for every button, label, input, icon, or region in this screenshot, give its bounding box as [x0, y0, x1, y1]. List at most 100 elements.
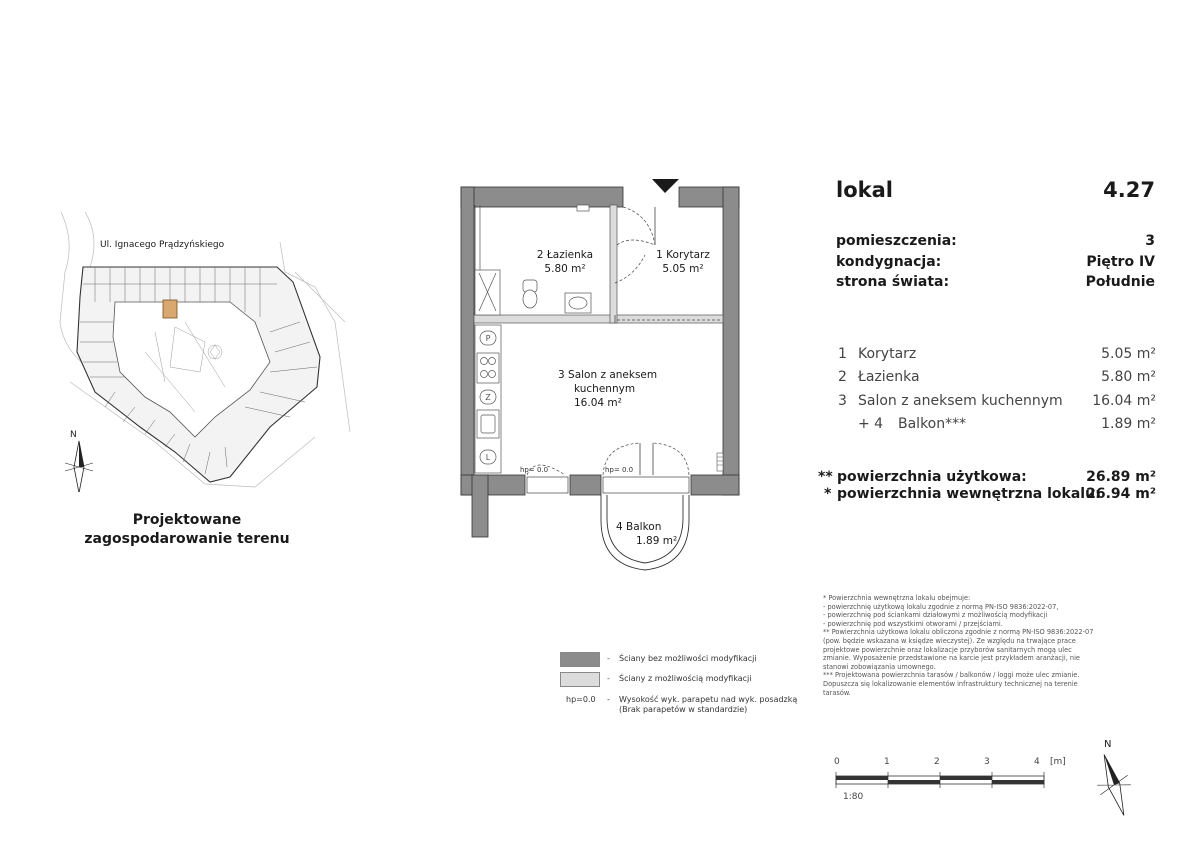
room-label-bathroom: 2 Łazienka 5.80 m² — [530, 248, 600, 276]
room-list-num: 3 — [838, 393, 847, 409]
appliance-icon-p: P — [486, 334, 491, 343]
legend-hp-desc-line1: Wysokość wyk. parapetu nad wyk. posadzką — [619, 695, 798, 704]
footnote-line: - powierzchnię pod wszystkimi otworami /… — [823, 619, 1003, 628]
room-list-num: 1 — [838, 346, 847, 362]
room-name: Balkon — [626, 521, 662, 533]
legend-dash: - — [607, 674, 610, 683]
room-list-area: 16.04 m² — [1092, 393, 1156, 409]
area-label: powierzchnia użytkowa: — [837, 469, 1027, 485]
meta-label: pomieszczenia: — [836, 233, 957, 249]
hp-label-right: hp= 0.0 — [605, 466, 633, 474]
scale-bar — [835, 772, 1045, 788]
room-name: Łazienka — [546, 249, 594, 261]
room-list-num: 2 — [838, 369, 847, 385]
room-list-name: Balkon*** — [898, 416, 967, 432]
scale-unit: [m] — [1050, 757, 1066, 767]
apartment-location-marker — [162, 299, 178, 319]
site-caption-line2: zagospodarowanie terenu — [84, 531, 290, 547]
footnotes: * Powierzchnia wewnętrzna lokalu obejmuj… — [823, 594, 1163, 697]
footnote-line: * Powierzchnia wewnętrzna lokalu obejmuj… — [823, 594, 971, 602]
legend-dash: - — [607, 654, 610, 663]
footnote-line: *** Projektowana powierzchnia tarasów / … — [823, 671, 1080, 680]
scale-tick-label: 3 — [984, 757, 990, 767]
legend-dash: - — [607, 695, 610, 704]
room-area: 5.05 m² — [662, 263, 704, 275]
site-north-arrow-icon: N — [64, 430, 94, 492]
scale-tick-label: 2 — [934, 757, 940, 767]
appliance-icon-l: L — [486, 453, 491, 462]
room-number: 4 — [616, 521, 623, 533]
site-caption-line1: Projektowane — [132, 512, 242, 528]
meta-row-rooms: pomieszczenia: 3 — [836, 233, 1155, 253]
room-list-area: 5.05 m² — [1101, 346, 1156, 362]
footnote-line: projektowe powierzchnie oraz lokalizacje… — [823, 645, 1072, 654]
street-label: Ul. Ignacego Prądzyńskiego — [100, 240, 225, 250]
room-number: 3 — [558, 369, 565, 381]
footnote-mark: ** — [818, 469, 833, 485]
meta-label: strona świata: — [836, 274, 950, 290]
legend-fixed-wall-text: Ściany bez możliwości modyfikacji — [619, 654, 757, 663]
legend-hp-label: hp=0.0 — [566, 695, 596, 704]
footnote-line: zmianie. Wyposażenie przedstawione na ka… — [823, 654, 1080, 663]
room-area: 16.04 m² — [574, 397, 622, 409]
lokal-number: 4.27 — [1103, 178, 1155, 202]
scale-tick-label: 4 — [1034, 757, 1040, 767]
legend-swatch-modifiable-wall — [560, 672, 600, 687]
north-label: N — [1104, 739, 1111, 750]
hp-label-left: hp= 0.0 — [520, 466, 548, 474]
room-name-line2: kuchennym — [574, 383, 636, 395]
room-list-area: 1.89 m² — [1101, 416, 1156, 432]
footnote-line: tarasów. — [823, 688, 851, 697]
footnote-line: (pow. będzie wskazana w księdze wieczyst… — [823, 636, 1076, 645]
room-list-num: + 4 — [858, 416, 884, 432]
room-list-item: 1 Korytarz 5.05 m² — [836, 346, 1156, 368]
area-label: powierzchnia wewnętrzna lokalu: — [837, 486, 1101, 502]
room-number: 1 — [656, 249, 663, 261]
legend-hp-desc-line2: (Brak parapetów w standardzie) — [619, 705, 748, 714]
room-list-name: Łazienka — [858, 369, 920, 385]
scale-tick-label: 1 — [884, 757, 890, 767]
meta-value: Piętro IV — [1086, 254, 1155, 270]
site-plan-drawing: N — [59, 212, 351, 492]
appliance-icon-z: Z — [485, 393, 491, 402]
site-north-label: N — [70, 430, 77, 440]
meta-value: 3 — [1145, 233, 1155, 249]
room-area: 5.80 m² — [544, 263, 586, 275]
legend-modifiable-wall-text: Ściany z możliwością modyfikacji — [619, 674, 752, 683]
room-label-corridor: 1 Korytarz 5.05 m² — [648, 248, 718, 276]
area-value: 26.94 m² — [1086, 486, 1156, 502]
room-area: 1.89 m² — [636, 535, 678, 547]
room-list-item: + 4 Balkon*** 1.89 m² — [836, 416, 1156, 438]
room-list-name: Korytarz — [858, 346, 917, 362]
north-arrow-icon: N — [1097, 739, 1131, 816]
footnote-mark: * — [824, 486, 832, 502]
room-list-area: 5.80 m² — [1101, 369, 1156, 385]
meta-row-orientation: strona świata: Południe — [836, 274, 1155, 294]
footnote-line: - powierzchnię pod ściankami działowymi … — [823, 611, 1048, 620]
room-number: 2 — [536, 249, 544, 261]
room-label-balcony: 4 Balkon 1.89 m² — [616, 520, 686, 548]
legend-hp-desc: Wysokość wyk. parapetu nad wyk. posadzką… — [619, 695, 797, 715]
floor-plan-drawing: P Z L hp= 0.0 hp= 0.0 — [460, 179, 740, 571]
scale-ratio: 1:80 — [843, 792, 864, 802]
meta-label: kondygnacja: — [836, 254, 942, 270]
room-list-item: 2 Łazienka 5.80 m² — [836, 369, 1156, 391]
legend-swatch-fixed-wall — [560, 652, 600, 667]
room-name: Korytarz — [666, 249, 710, 261]
scale-tick-label: 0 — [834, 757, 840, 767]
room-list-name: Salon z aneksem kuchennym — [858, 393, 1063, 409]
internal-area-row: * powierzchnia wewnętrzna lokalu: 26.94 … — [818, 486, 1156, 506]
site-caption: Projektowane zagospodarowanie terenu — [62, 511, 312, 549]
footnote-line: Dopuszcza się lokalizowanie elementów in… — [823, 679, 1078, 688]
usable-area-row: ** powierzchnia użytkowa: 26.89 m² — [818, 469, 1156, 489]
meta-value: Południe — [1085, 274, 1155, 290]
room-name: Salon z aneksem — [568, 369, 658, 381]
footnote-line: - powierzchnię użytkową lokalu zgodnie z… — [823, 602, 1059, 611]
footnote-line: ** Powierzchnia użytkowa lokalu obliczon… — [823, 628, 1094, 637]
meta-row-floor: kondygnacja: Piętro IV — [836, 254, 1155, 274]
area-value: 26.89 m² — [1086, 469, 1156, 485]
entrance-marker-icon — [652, 179, 679, 193]
room-list-item: 3 Salon z aneksem kuchennym 16.04 m² — [836, 393, 1156, 415]
lokal-title: lokal — [836, 178, 893, 202]
footnote-line: stanowi zobowiązania umownego. — [823, 662, 936, 671]
